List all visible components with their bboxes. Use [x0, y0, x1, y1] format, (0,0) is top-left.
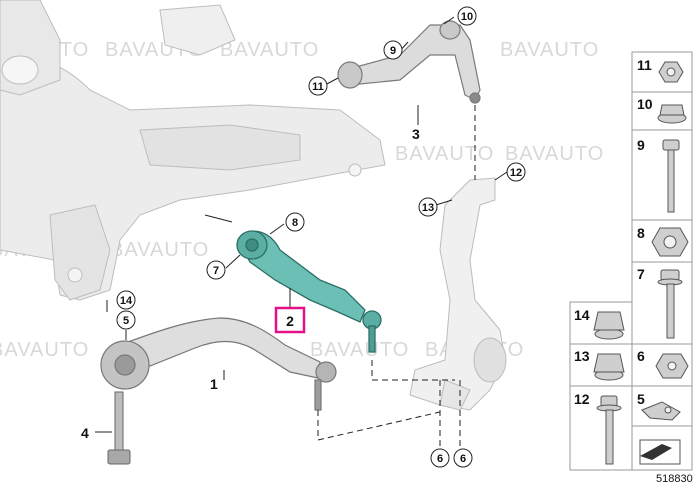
lower-wishbone — [100, 317, 337, 411]
thrust-arm-highlighted — [236, 230, 382, 353]
sidebar-item-13: 13 — [574, 348, 590, 364]
bolt-washer-icon — [596, 395, 622, 465]
hex-nut-icon — [658, 61, 684, 83]
callout-8: 8 — [292, 217, 298, 229]
callout-10: 10 — [461, 11, 473, 23]
sidebar-item-9: 9 — [637, 137, 645, 153]
highlight-box-part-2 — [274, 306, 306, 334]
callout-3: 3 — [412, 126, 420, 142]
diagram-ref-number: 518830 — [656, 473, 693, 485]
callout-circles — [116, 6, 526, 468]
assembly-dash-lines — [317, 105, 476, 450]
callout-6-right: 6 — [460, 453, 466, 465]
hex-nut-small-icon — [655, 353, 689, 379]
callout-14: 14 — [120, 295, 133, 307]
upper-control-arm — [337, 20, 481, 104]
svg-text:BAVAUTO: BAVAUTO — [110, 239, 209, 261]
sidebar-item-7: 7 — [637, 266, 645, 282]
large-nut-icon — [651, 227, 689, 257]
sidebar-item-12: 12 — [574, 391, 590, 407]
svg-text:BAVAUTO: BAVAUTO — [500, 39, 599, 61]
callout-9: 9 — [390, 45, 396, 57]
steering-knuckle — [409, 177, 507, 411]
front-subframe — [0, 0, 386, 301]
svg-text:BAVAUTO: BAVAUTO — [0, 339, 89, 361]
callout-7: 7 — [213, 265, 219, 277]
callout-12: 12 — [510, 167, 522, 179]
svg-text:BAVAUTO: BAVAUTO — [220, 39, 319, 61]
callout-2: 2 — [286, 313, 294, 329]
callout-6-left: 6 — [437, 453, 443, 465]
cap-nut-icon — [593, 353, 625, 381]
sidebar-item-11: 11 — [637, 57, 652, 73]
callout-4: 4 — [81, 425, 89, 441]
sidebar-item-14: 14 — [574, 307, 590, 323]
long-bolt-icon — [662, 139, 680, 213]
callout-5: 5 — [123, 315, 129, 327]
svg-text:BAVAUTO: BAVAUTO — [505, 143, 604, 165]
flange-bolt-icon — [657, 269, 683, 339]
callout-11: 11 — [312, 81, 324, 93]
bracket-clip-icon — [641, 401, 681, 421]
svg-text:BAVAUTO: BAVAUTO — [395, 143, 494, 165]
diagram-reference-arrow-icon — [639, 439, 681, 465]
svg-text:BAVAUTO: BAVAUTO — [310, 339, 409, 361]
callout-13: 13 — [422, 202, 434, 214]
sidebar-item-8: 8 — [637, 225, 645, 241]
callout-1: 1 — [210, 376, 218, 392]
bolt-part-4 — [107, 391, 131, 465]
flange-nut-icon — [657, 104, 687, 124]
sidebar-item-10: 10 — [637, 96, 653, 112]
sidebar-item-5: 5 — [637, 391, 645, 407]
sidebar-item-6: 6 — [637, 348, 645, 364]
collar-nut-icon — [593, 311, 625, 340]
